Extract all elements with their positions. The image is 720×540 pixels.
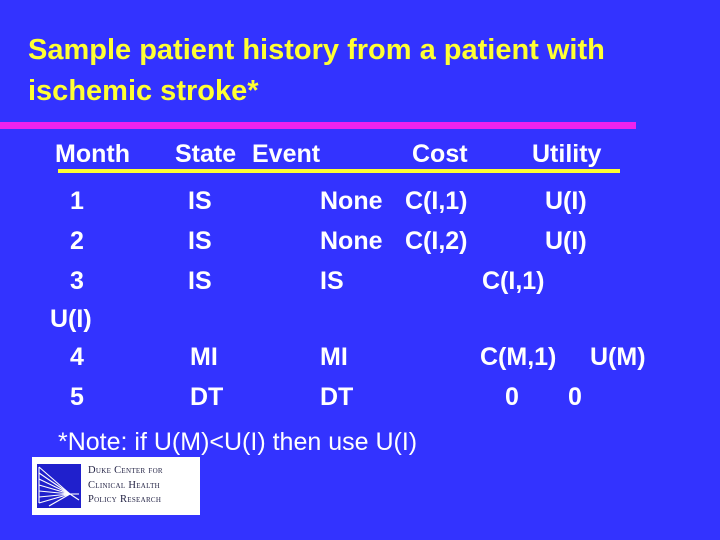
cell-utility: 0 — [568, 383, 582, 411]
patient-history-table: Month State Event Cost Utility 1 IS None… — [0, 140, 720, 420]
cell-state: IS — [188, 227, 212, 255]
duke-logo-mark-icon — [37, 464, 81, 508]
column-header-event: Event — [252, 140, 321, 168]
cell-cost: C(M,1) — [480, 343, 557, 371]
table-header-row: Month State Event Cost Utility — [0, 140, 720, 178]
cell-cost: C(I,2) — [405, 227, 468, 255]
logo-line-1: Duke Center for — [88, 464, 163, 476]
table-row: 1 IS None C(I,1) U(I) — [0, 187, 720, 225]
cell-state: IS — [188, 187, 212, 215]
cell-event: DT — [320, 383, 354, 411]
column-header-utility: Utility — [532, 140, 602, 168]
cell-cost: 0 — [505, 383, 519, 411]
cell-event: IS — [320, 267, 344, 295]
table-row: 3 IS IS C(I,1) U(I) — [0, 267, 720, 333]
cell-event: None — [320, 187, 383, 215]
column-header-state: State — [175, 140, 237, 168]
cell-utility: U(I) — [50, 305, 92, 333]
cell-event: None — [320, 227, 383, 255]
cell-state: MI — [190, 343, 218, 371]
table-row: 2 IS None C(I,2) U(I) — [0, 227, 720, 265]
cell-utility: U(M) — [590, 343, 646, 371]
cell-month: 5 — [70, 383, 84, 411]
cell-cost: C(I,1) — [482, 267, 545, 295]
radiating-lines-icon — [38, 466, 80, 507]
column-header-month: Month — [55, 140, 130, 168]
cell-state: IS — [188, 267, 212, 295]
cell-utility: U(I) — [545, 227, 587, 255]
logo-line-2: Clinical Health — [88, 479, 160, 491]
table-row: 4 MI MI C(M,1) U(M) — [0, 343, 720, 381]
table-row: 5 DT DT 0 0 — [0, 383, 720, 421]
cell-month: 3 — [70, 267, 84, 295]
footnote-text: *Note: if U(M)<U(I) then use U(I) — [58, 428, 418, 456]
duke-center-logo: Duke Center for Clinical Health Policy R… — [32, 457, 200, 515]
duke-logo-text: Duke Center for Clinical Health Policy R… — [88, 464, 163, 509]
cell-state: DT — [190, 383, 224, 411]
page-title: Sample patient history from a patient wi… — [28, 34, 605, 108]
column-header-cost: Cost — [412, 140, 468, 168]
cell-utility: U(I) — [545, 187, 587, 215]
cell-month: 2 — [70, 227, 84, 255]
cell-month: 4 — [70, 343, 84, 371]
title-divider-rule — [0, 122, 636, 129]
cell-event: MI — [320, 343, 348, 371]
header-underline — [58, 169, 620, 173]
cell-cost: C(I,1) — [405, 187, 468, 215]
cell-month: 1 — [70, 187, 84, 215]
logo-line-3: Policy Research — [88, 494, 162, 506]
